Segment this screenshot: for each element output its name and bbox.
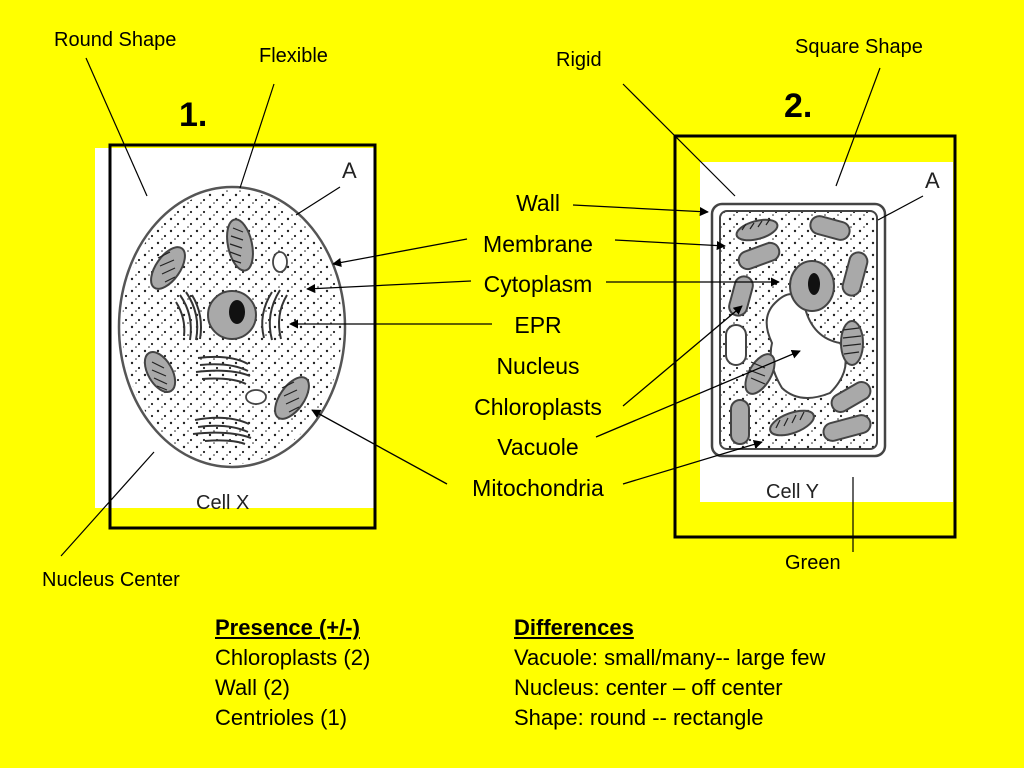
- nucleus-center-label: Nucleus Center: [42, 569, 180, 591]
- cell-y-name: Cell Y: [766, 481, 819, 503]
- term-membrane: Membrane: [483, 231, 593, 257]
- cell-1-number: 1.: [179, 96, 208, 134]
- differences-item: Shape: round -- rectangle: [514, 705, 764, 730]
- green-label: Green: [785, 552, 841, 574]
- cell-y-marker: A: [925, 168, 940, 193]
- differences-column: Differences Vacuole: small/many-- large …: [514, 613, 825, 733]
- cell-2-number: 2.: [784, 87, 813, 125]
- term-wall: Wall: [516, 190, 560, 216]
- presence-heading: Presence (+/-): [215, 615, 360, 640]
- term-chloroplasts: Chloroplasts: [474, 394, 602, 420]
- presence-item: Chloroplasts (2): [215, 645, 371, 670]
- presence-item: Wall (2): [215, 675, 290, 700]
- cell-x-marker: A: [342, 158, 357, 183]
- differences-item: Vacuole: small/many-- large few: [514, 645, 826, 670]
- differences-heading: Differences: [514, 615, 634, 640]
- term-epr: EPR: [514, 312, 562, 338]
- term-nucleus: Nucleus: [496, 353, 580, 379]
- presence-column: Presence (+/-) Chloroplasts (2) Wall (2)…: [215, 613, 370, 733]
- presence-item: Centrioles (1): [215, 705, 348, 730]
- cell-x-name: Cell X: [196, 492, 250, 514]
- term-mitochondria: Mitochondria: [472, 475, 604, 501]
- cell-x-drawing: [117, 185, 347, 469]
- cell-y-drawing: [710, 202, 887, 458]
- flexible-label: Flexible: [259, 45, 328, 67]
- term-vacuole: Vacuole: [497, 434, 579, 460]
- term-cytoplasm: Cytoplasm: [483, 271, 593, 297]
- square-shape-label: Square Shape: [795, 36, 923, 58]
- differences-item: Nucleus: center – off center: [514, 675, 783, 700]
- rigid-label: Rigid: [556, 49, 602, 71]
- term-arrows: [289, 204, 801, 485]
- round-shape-label: Round Shape: [54, 29, 177, 51]
- annotation-lines: [60, 57, 924, 557]
